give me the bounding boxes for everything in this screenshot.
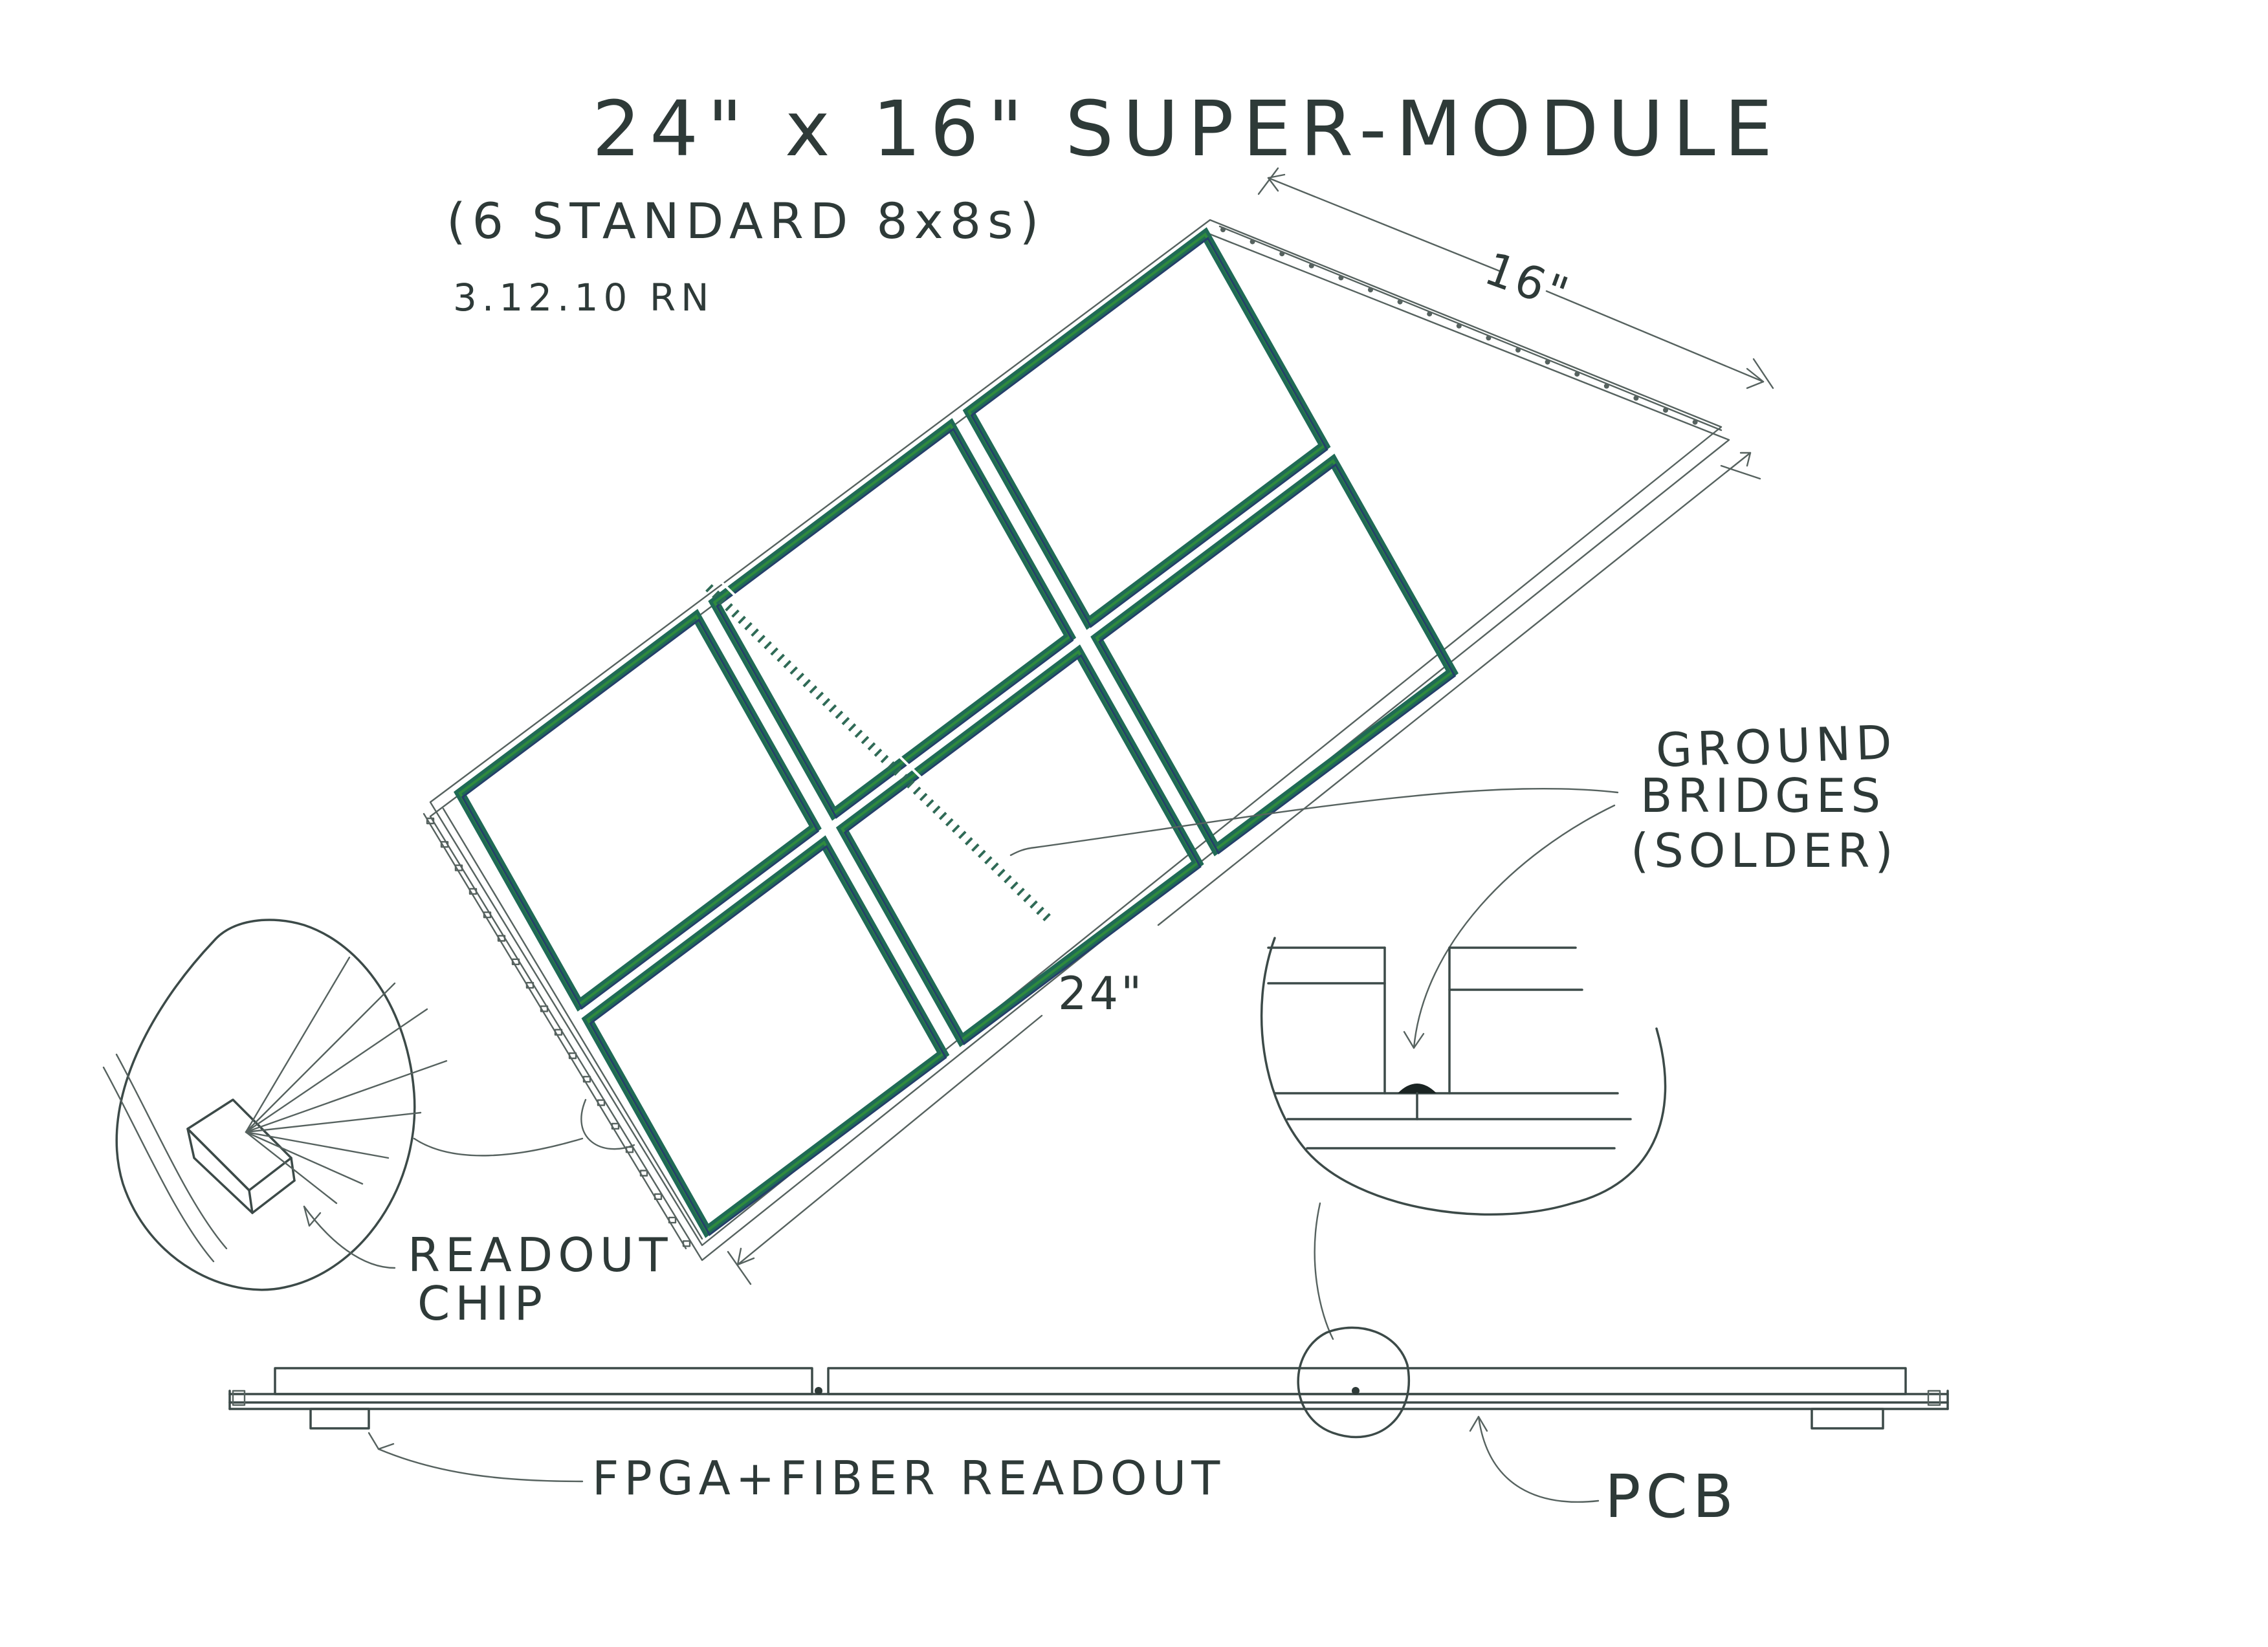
connector-pin [440, 841, 449, 848]
connector-pin [682, 1240, 691, 1247]
readout-chip-line2: CHIP [417, 1276, 547, 1331]
top-pin [1663, 408, 1668, 413]
top-pin [1220, 227, 1226, 232]
connector-pin [511, 958, 520, 966]
pcb-outline [423, 219, 1730, 1261]
connector-pin [540, 1005, 549, 1012]
top-pin [1308, 263, 1314, 268]
pcb-label: PCB [1605, 1462, 1739, 1531]
connector-pin [525, 981, 534, 989]
connector-pin [668, 1216, 677, 1224]
top-pin [1338, 275, 1344, 281]
dimension-24in: 24" [727, 452, 1761, 1285]
top-edge-pins [1218, 225, 1723, 431]
connector-pin [454, 864, 463, 871]
bond-wire [245, 956, 351, 1133]
title: 24" x 16" SUPER-MODULE [592, 84, 1781, 173]
bond-wire [245, 1008, 428, 1133]
module-tile-frame [708, 418, 1077, 821]
dimension-16in-label: 16" [1478, 242, 1577, 322]
module-tile-frame [461, 618, 819, 1010]
top-pin [1515, 347, 1521, 353]
module-tile-frame [712, 423, 1072, 816]
bond-wire [245, 1131, 390, 1159]
bond-wire [245, 1131, 338, 1205]
top-pin [1633, 395, 1639, 401]
module-tile-frame [970, 237, 1328, 628]
bond-wire [245, 982, 396, 1133]
ground-bridges-callout: GROUND BRIDGES (SOLDER) [1009, 715, 1899, 1049]
module-tile-frame [962, 227, 1331, 630]
readout-chip-line1: READOUT [408, 1228, 673, 1282]
connector-pin [582, 1076, 591, 1083]
top-pin [1456, 323, 1462, 329]
connector-pin [483, 911, 492, 919]
bond-wire [245, 1060, 448, 1133]
date-initials: 3.12.10 RN [453, 276, 714, 320]
ground-bridges-line2: BRIDGES [1640, 769, 1886, 823]
bond-wire [245, 1131, 364, 1185]
connector-pin [611, 1122, 620, 1130]
module-tile-frame [716, 428, 1074, 819]
top-pin [1692, 419, 1698, 425]
module-grid [454, 227, 1459, 1238]
connector-pin [554, 1029, 563, 1036]
ground-bridge-detail [1260, 937, 1667, 1340]
top-pin [1427, 311, 1433, 317]
top-pin [1368, 287, 1373, 292]
module-tile-frame [1098, 463, 1457, 855]
connector-pin [639, 1170, 648, 1177]
module-tile-frame [589, 845, 947, 1236]
fpga-readout-label: FPGA+FIBER READOUT [592, 1451, 1225, 1505]
module-tile-frame [841, 649, 1200, 1042]
top-pin [1397, 299, 1403, 305]
module-tile-frame [1095, 459, 1454, 851]
bond-wire [245, 1111, 422, 1133]
edge-connector [423, 807, 703, 1250]
module-tile-frame [454, 609, 822, 1012]
connector-pin [497, 935, 506, 942]
dimension-24in-label: 24" [1058, 967, 1144, 1020]
top-pin [1603, 383, 1609, 389]
connector-pin [654, 1193, 663, 1201]
top-pin [1486, 335, 1492, 341]
connector-pin [568, 1052, 577, 1060]
connector-pin [597, 1099, 606, 1106]
top-pin [1250, 239, 1255, 245]
readout-chip-detail: READOUT CHIP [102, 919, 673, 1331]
connector-pin [426, 817, 435, 825]
module-tile-frame [835, 644, 1204, 1047]
ground-bridges-line3: (SOLDER) [1631, 824, 1899, 878]
connector-pin [468, 888, 478, 895]
module-tile-frame [458, 614, 817, 1007]
top-pin [1574, 371, 1580, 377]
subtitle: (6 STANDARD 8x8s) [446, 192, 1045, 250]
ground-bridges-line1: GROUND [1655, 715, 1898, 778]
module-tile-frame [967, 232, 1327, 625]
top-pin [1545, 359, 1550, 365]
top-pin [1279, 251, 1285, 257]
side-view: FPGA+FIBER READOUT PCB [228, 1326, 1949, 1531]
module-tile-frame [843, 654, 1202, 1045]
module-tile-frame [1090, 453, 1459, 856]
ground-bridge-row [705, 581, 1064, 926]
